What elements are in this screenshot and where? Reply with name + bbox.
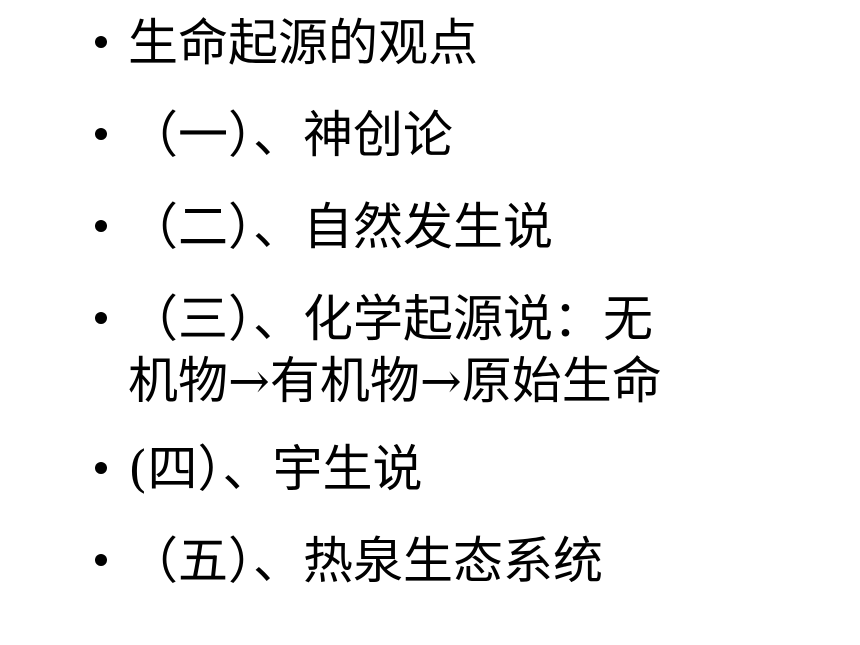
bullet-text: （五）、热泉生态系统 xyxy=(128,532,603,590)
bullet-item-4: (四）、宇生说 xyxy=(95,438,845,500)
bullet-list: 生命起源的观点 （一）、神创论 （二）、自然发生说 （三）、化学起源说：无 机物… xyxy=(95,12,845,622)
bullet-text: 生命起源的观点 xyxy=(128,14,478,72)
bullet-item-3: （三）、化学起源说：无 机物→有机物→原始生命 xyxy=(95,288,845,412)
bullet-item-1: （一）、神创论 xyxy=(95,104,845,166)
bullet-dot-icon xyxy=(95,128,107,140)
bullet-item-2: （二）、自然发生说 xyxy=(95,196,845,258)
bullet-item-5: （五）、热泉生态系统 xyxy=(95,530,845,592)
bullet-dot-icon xyxy=(95,220,107,232)
bullet-dot-icon xyxy=(95,36,107,48)
bullet-dot-icon xyxy=(95,312,107,324)
bullet-item-title: 生命起源的观点 xyxy=(95,12,845,74)
bullet-text: （二）、自然发生说 xyxy=(128,198,553,256)
bullet-text: (四）、宇生说 xyxy=(128,440,423,498)
bullet-dot-icon xyxy=(95,462,107,474)
bullet-dot-icon xyxy=(95,554,107,566)
bullet-text: （一）、神创论 xyxy=(128,106,453,164)
bullet-text-line-2: 机物→有机物→原始生命 xyxy=(128,352,662,410)
bullet-text-line-1: （三）、化学起源说：无 xyxy=(128,290,653,348)
